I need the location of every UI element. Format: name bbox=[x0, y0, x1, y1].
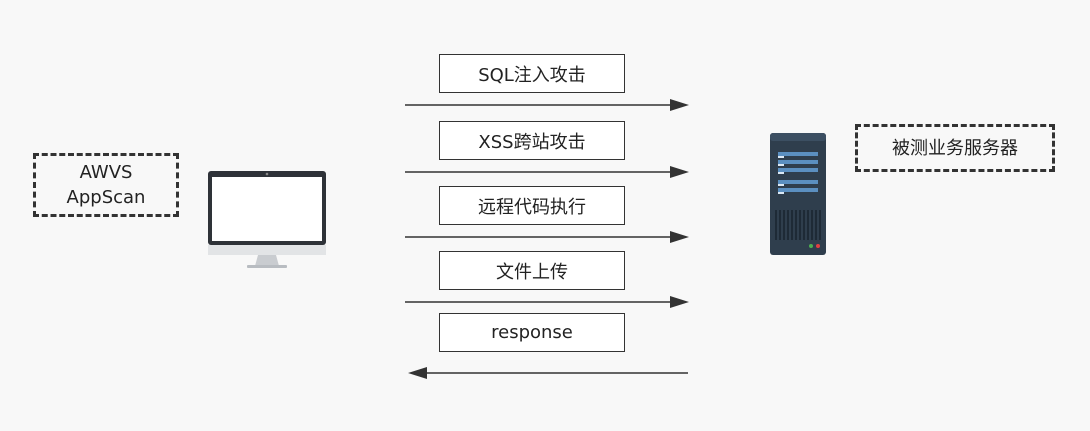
message-label-response: response bbox=[439, 313, 625, 352]
arrow-response bbox=[408, 367, 688, 379]
monitor-icon bbox=[208, 171, 326, 268]
arrow-sql-injection bbox=[405, 99, 689, 111]
message-text: 远程代码执行 bbox=[478, 196, 586, 218]
server-label-box: 被测业务服务器 bbox=[855, 124, 1055, 172]
server-label: 被测业务服务器 bbox=[892, 137, 1018, 159]
client-label-box: AWVS AppScan bbox=[33, 153, 179, 217]
arrow-file-upload bbox=[405, 296, 689, 308]
arrow-xss bbox=[405, 166, 689, 178]
message-text: 文件上传 bbox=[496, 261, 568, 283]
message-label-xss: XSS跨站攻击 bbox=[439, 121, 625, 160]
message-text: XSS跨站攻击 bbox=[478, 131, 586, 153]
server-icon bbox=[770, 133, 826, 255]
message-text: response bbox=[491, 322, 573, 343]
client-label-line2: AppScan bbox=[66, 187, 146, 208]
message-label-rce: 远程代码执行 bbox=[439, 186, 625, 225]
message-label-sql-injection: SQL注入攻击 bbox=[439, 54, 625, 93]
message-label-file-upload: 文件上传 bbox=[439, 251, 625, 290]
arrow-rce bbox=[405, 231, 689, 243]
message-text: SQL注入攻击 bbox=[478, 64, 586, 86]
client-label-line1: AWVS bbox=[79, 162, 133, 183]
